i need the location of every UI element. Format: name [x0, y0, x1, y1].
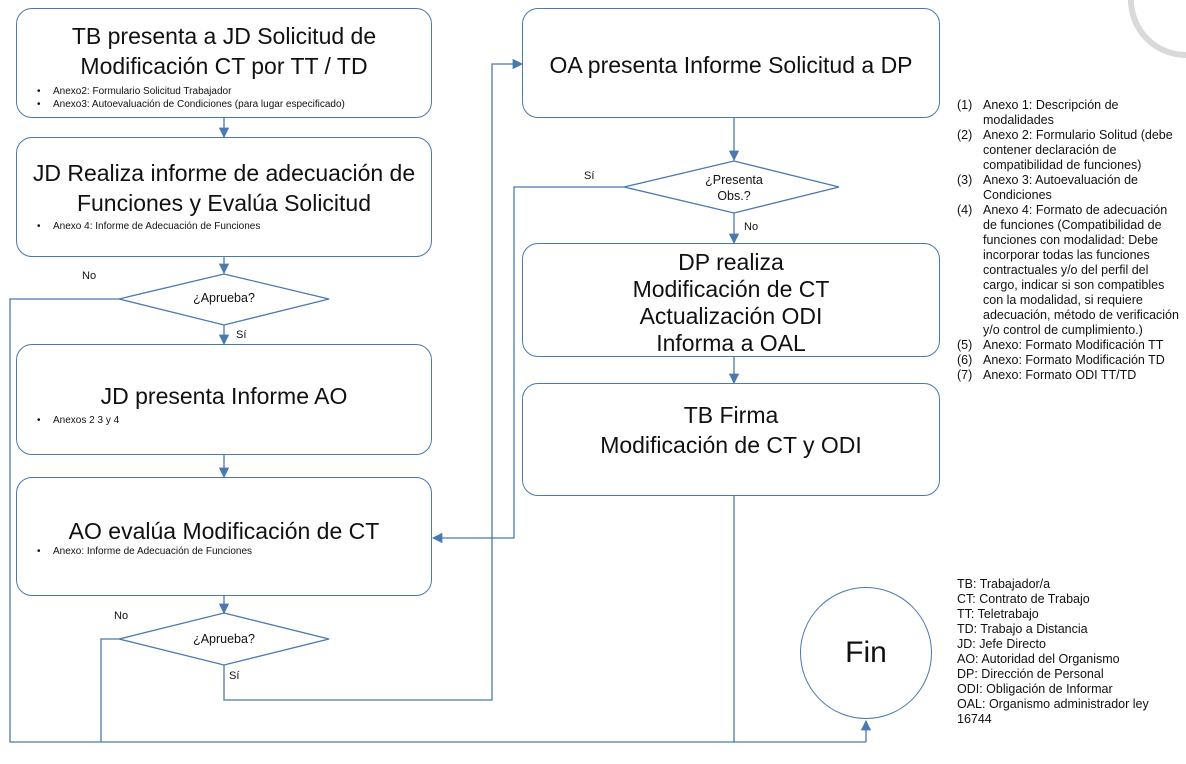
- annex-text: Anexo 4: Formato de adecuación de funcio…: [983, 203, 1179, 337]
- decision-d3-text-line1: ¿Presenta: [705, 173, 763, 187]
- abbreviation-item: JD: Jefe Directo: [957, 637, 1046, 651]
- annex-text: Anexo: Formato Modificación TT: [983, 338, 1164, 352]
- abbreviation-item: TD: Trabajo a Distancia: [957, 622, 1088, 636]
- decision-d1-shape: [118, 273, 330, 326]
- box6-line4: Informa a OAL: [656, 330, 806, 356]
- decision-d2-text: ¿Aprueba?: [193, 632, 255, 646]
- abbreviations-legend: TB: Trabajador/a CT: Contrato de Trabajo…: [957, 577, 1186, 727]
- box2-bullet: Anexo 4: Informe de Adecuación de Funcio…: [37, 220, 260, 233]
- annex-num: (4): [957, 203, 973, 217]
- box6-line2: Modificación de CT: [632, 276, 830, 302]
- process-box-4: AO evalúa Modificación de CT Anexo: Info…: [16, 477, 432, 596]
- box6-line3: Actualización ODI: [639, 303, 823, 329]
- box2-title-line1: JD Realiza informe de adecuación de: [32, 160, 416, 186]
- decision-d3-text-line2: Obs.?: [717, 189, 751, 203]
- box1-bullet: Anexo2: Formulario Solicitud Trabajador: [37, 85, 345, 98]
- process-box-3: JD presenta Informe AO Anexos 2 3 y 4: [16, 344, 432, 455]
- annex-num: (6): [957, 353, 973, 367]
- line-d2-no: [100, 638, 119, 742]
- line-d2-yes: [223, 58, 524, 701]
- annex-notes-list: (1) Anexo 1: Descripción de modalidades (…: [957, 98, 1182, 383]
- annex-text: Anexo 2: Formulario Solitud (debe conten…: [983, 128, 1173, 172]
- line-d3-yes: [431, 186, 624, 544]
- box4-title: AO evalúa Modificación de CT: [68, 518, 380, 544]
- decision-d2-no-label: No: [114, 610, 129, 622]
- annex-text: Anexo: Formato Modificación TD: [983, 353, 1165, 367]
- decision-d1-yes-label: Sí: [236, 329, 247, 341]
- annex-note: (3) Anexo 3: Autoevaluación de Condicione…: [957, 173, 1182, 203]
- box3-bullet: Anexos 2 3 y 4: [37, 414, 119, 427]
- process-box-6: DP realiza Modificación de CT Actualizac…: [522, 243, 940, 357]
- abbreviation-item: TT: Teletrabajo: [957, 607, 1039, 621]
- box2-bullets: Anexo 4: Informe de Adecuación de Funcio…: [37, 220, 260, 233]
- box2-title-line2: Funciones y Evalúa Solicitud: [76, 190, 372, 216]
- box3-title: JD presenta Informe AO: [100, 383, 348, 409]
- box7-line2: Modificación de CT y ODI: [600, 432, 862, 458]
- annex-note: (1) Anexo 1: Descripción de modalidades: [957, 98, 1182, 128]
- decision-d3-yes-label: Sí: [584, 170, 595, 182]
- box1-title-line2: Modificación CT por TT / TD: [80, 53, 368, 79]
- annex-text: Anexo: Formato ODI TT/TD: [983, 368, 1137, 382]
- decision-d3-no-label: No: [744, 221, 759, 233]
- abbreviation-item: OAL: Organismo administrador ley 16744: [957, 697, 1149, 726]
- process-box-7: TB Firma Modificación de CT y ODI: [522, 383, 940, 496]
- annex-note: (2) Anexo 2: Formulario Solitud (debe con…: [957, 128, 1182, 173]
- end-label: Fin: [845, 636, 887, 669]
- abbreviation-item: DP: Dirección de Personal: [957, 667, 1104, 681]
- box1-bullet: Anexo3: Autoevaluación de Condiciones (p…: [37, 98, 345, 111]
- line-d1-no: [9, 298, 866, 743]
- abbreviation-item: ODI: Obligación de Informar: [957, 682, 1113, 696]
- box3-bullets: Anexos 2 3 y 4: [37, 414, 119, 427]
- decision-d1-text: ¿Aprueba?: [193, 291, 255, 305]
- annex-num: (2): [957, 128, 973, 142]
- decision-d1-no-label: No: [82, 270, 97, 282]
- annex-num: (3): [957, 173, 973, 187]
- box4-bullet: Anexo: Informe de Adecuación de Funcione…: [37, 545, 252, 558]
- box4-bullets: Anexo: Informe de Adecuación de Funcione…: [37, 545, 252, 558]
- decision-d2-yes-label: Sí: [229, 670, 240, 682]
- abbreviation-item: TB: Trabajador/a: [957, 577, 1051, 591]
- process-box-5: OA presenta Informe Solicitud a DP: [522, 8, 940, 118]
- box1-bullets: Anexo2: Formulario Solicitud Trabajador …: [37, 85, 345, 111]
- annex-note: (4) Anexo 4: Formato de adecuación de fun…: [957, 203, 1182, 338]
- annex-note: (7) Anexo: Formato ODI TT/TD: [957, 368, 1182, 383]
- box7-line1: TB Firma: [683, 402, 779, 428]
- annex-text: Anexo 3: Autoevaluación de Condiciones: [983, 173, 1138, 202]
- annex-num: (1): [957, 98, 973, 112]
- abbreviation-item: AO: Autoridad del Organismo: [957, 652, 1120, 666]
- annex-note: (5) Anexo: Formato Modificación TT: [957, 338, 1182, 353]
- box6-line1: DP realiza: [678, 249, 784, 275]
- process-box-1: TB presenta a JD Solicitud de Modificaci…: [16, 8, 432, 118]
- process-box-2: JD Realiza informe de adecuación de Func…: [16, 137, 432, 257]
- annex-note: (6) Anexo: Formato Modificación TD: [957, 353, 1182, 368]
- box5-title: OA presenta Informe Solicitud a DP: [549, 52, 913, 78]
- annex-text: Anexo 1: Descripción de modalidades: [983, 98, 1119, 127]
- end-node: Fin: [800, 587, 932, 719]
- annex-num: (5): [957, 338, 973, 352]
- annex-num: (7): [957, 368, 973, 382]
- abbreviation-item: CT: Contrato de Trabajo: [957, 592, 1090, 606]
- box1-title-line1: TB presenta a JD Solicitud de: [71, 23, 377, 49]
